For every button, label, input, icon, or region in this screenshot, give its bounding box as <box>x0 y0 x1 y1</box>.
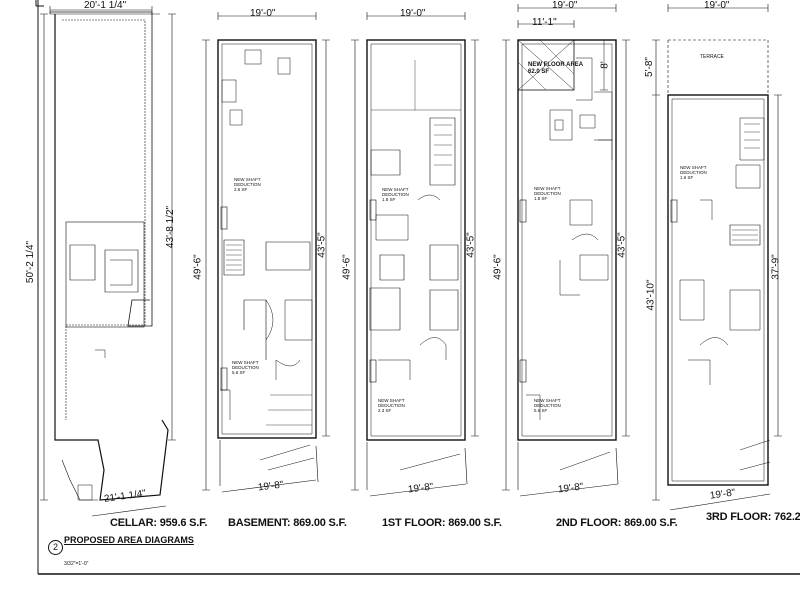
third-floor-area-label: 3RD FLOOR: 762.25 S.F. <box>706 511 800 523</box>
third-floor-left-top-dimension: 5'-8" <box>643 57 655 77</box>
basement-left-dimension: 49'-6" <box>192 254 204 280</box>
third-floor-top-dimension: 19'-0" <box>704 0 730 11</box>
third-floor-shaft-note-1: NEW SHAFT DEDUCTION 1.6 SF <box>680 165 707 181</box>
second-floor-right-dimension: 43'-5" <box>616 232 628 258</box>
section-title: PROPOSED AREA DIAGRAMS <box>64 535 194 545</box>
cellar-left-dimension: 50'-2 1/4" <box>25 240 37 284</box>
cellar-right-dimension: 43'-8 1/2" <box>165 205 177 249</box>
basement-shaft-note-2: NEW SHAFT DEDUCTION 5.6 SF <box>232 360 259 376</box>
second-floor-shaft-note-1: NEW SHAFT DEDUCTION 1.8 SF <box>534 186 561 202</box>
third-floor-left-dimension: 43'-10" <box>645 279 657 311</box>
second-floor-top-dimension-2: 11'-1" <box>532 17 557 28</box>
third-floor-right-dimension: 37'-9" <box>770 254 782 280</box>
section-scale: 3/32"=1'-0" <box>64 561 89 567</box>
second-floor-plan <box>502 4 630 497</box>
first-floor-shaft-note-1: NEW SHAFT DEDUCTION 1.8 SF <box>382 187 409 203</box>
first-floor-right-dimension: 43'-5" <box>465 232 477 258</box>
third-floor-plan <box>652 4 782 511</box>
basement-top-dimension: 19'-0" <box>250 8 276 19</box>
basement-area-label: BASEMENT: 869.00 S.F. <box>228 517 347 529</box>
terrace-label: TERRACE <box>700 54 724 60</box>
section-number-bubble: 2 <box>48 540 63 555</box>
second-floor-new-area-label: NEW FLOOR AREA 62.0 SF <box>528 62 584 75</box>
second-floor-left-dimension: 49'-6" <box>492 254 504 280</box>
cellar-top-dimension: 20'-1 1/4" <box>84 0 127 11</box>
first-floor-top-dimension: 19'-0" <box>400 8 426 19</box>
basement-plan <box>202 12 330 493</box>
basement-shaft-note-1: NEW SHAFT DEDUCTION 2.6 SF <box>234 177 261 193</box>
first-floor-shaft-note-2: NEW SHAFT DEDUCTION 2.3 SF <box>378 398 405 414</box>
second-floor-top-dimension: 19'-0" <box>552 0 578 11</box>
cellar-area-label: CELLAR: 959.6 S.F. <box>110 517 208 529</box>
first-floor-left-dimension: 49'-6" <box>341 254 353 280</box>
first-floor-plan <box>351 12 479 497</box>
second-floor-small-dimension: 8' <box>599 61 611 69</box>
first-floor-area-label: 1ST FLOOR: 869.00 S.F. <box>382 517 502 529</box>
second-floor-area-label: 2ND FLOOR: 869.00 S.F. <box>556 517 678 529</box>
basement-right-dimension: 43'-5" <box>316 232 328 258</box>
cellar-plan <box>40 6 176 517</box>
second-floor-shaft-note-2: NEW SHAFT DEDUCTION 5.6 SF <box>534 398 561 414</box>
